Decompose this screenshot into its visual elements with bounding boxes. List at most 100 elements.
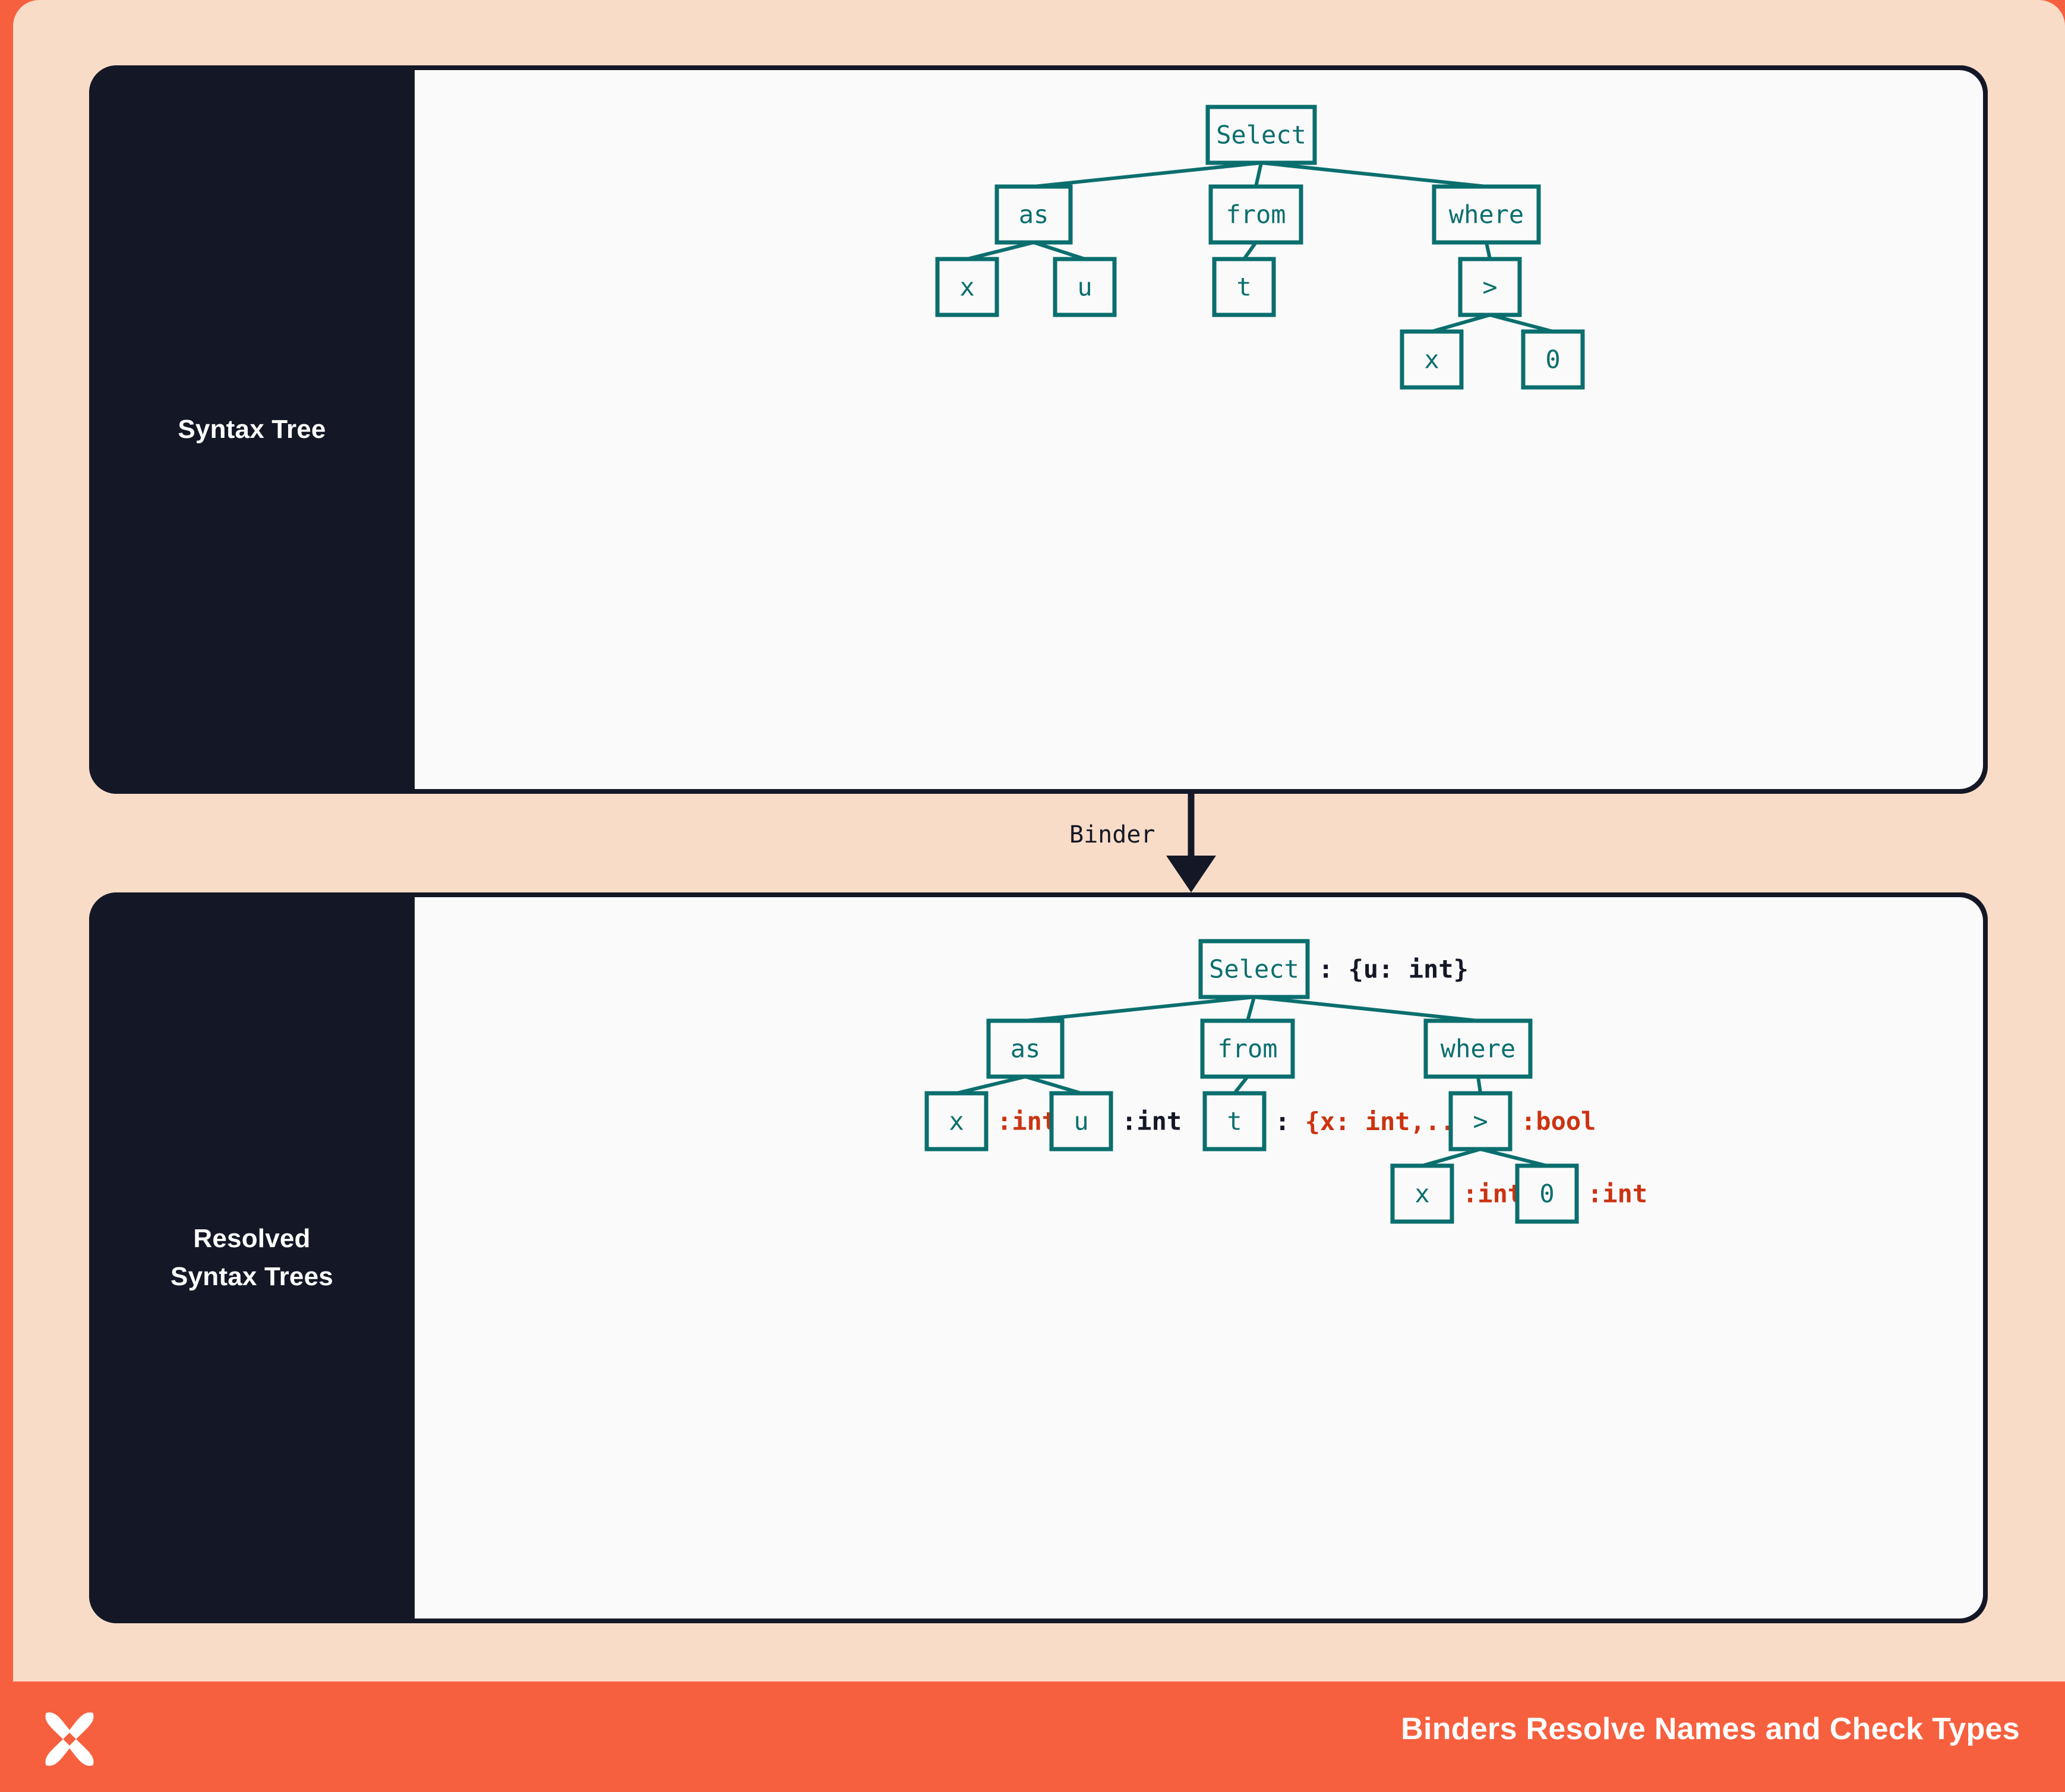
tree-node-box: [1448, 1091, 1513, 1151]
x-logo: [45, 1712, 94, 1766]
tree-node-label: 0: [1545, 345, 1560, 374]
tree-node-type-annotation: :int: [1587, 1179, 1647, 1209]
tree-node[interactable]: t: [1212, 257, 1276, 317]
tree-node-box: [994, 184, 1073, 245]
tree-node[interactable]: x :int: [1390, 1163, 1523, 1224]
tree-node[interactable]: from: [1200, 1018, 1295, 1079]
tree-node-box: [1432, 184, 1541, 245]
tree-node-label: Select: [1209, 955, 1299, 984]
tree-edge: [967, 241, 1034, 261]
footer-bar: Binders Resolve Names and Check Types: [0, 1681, 2065, 1792]
panel-resolved-label-line2: Syntax Trees: [170, 1262, 333, 1291]
tree-node-box: [924, 1091, 989, 1151]
tree-node-label: as: [1011, 1034, 1041, 1064]
tree-node[interactable]: where: [1432, 184, 1541, 245]
tree-node-box: [1053, 257, 1117, 317]
tree-edge: [1489, 313, 1554, 333]
tree-node-box: [1400, 329, 1464, 390]
tree-node-box: [1423, 1018, 1533, 1079]
tree-edge: [1261, 161, 1487, 188]
tree-edge: [1246, 996, 1256, 1021]
tree-node-box: [986, 1018, 1065, 1079]
tree-node-type-annotation: :int: [997, 1107, 1057, 1136]
tree-edge: [1422, 1147, 1481, 1168]
tree-node-label: t: [1227, 1107, 1242, 1136]
tree-node[interactable]: where: [1423, 1018, 1533, 1079]
tree-node-box: [1208, 184, 1303, 245]
tree-edge: [1242, 241, 1258, 260]
tree-node[interactable]: > :bool: [1448, 1091, 1596, 1151]
tree-node[interactable]: x: [935, 257, 999, 317]
panel-resolved-syntax-trees: Resolved Syntax Trees Select : {u: int} as…: [89, 892, 1988, 1623]
tree-edge: [1431, 313, 1491, 333]
tree-edges: [956, 995, 1548, 1168]
tree-edge: [1485, 242, 1492, 260]
tree-node-label: 0: [1539, 1179, 1554, 1209]
tree-edge: [1033, 161, 1262, 188]
tree-edge: [1025, 1075, 1082, 1095]
tree-node-type-annotation: : {u: int}: [1318, 955, 1469, 984]
panel-syntax-tree-label: Syntax Tree: [89, 65, 415, 794]
binder-arrow-icon: [1166, 794, 1216, 892]
footer-title: Binders Resolve Names and Check Types: [1401, 1712, 2020, 1746]
tree-edge: [1233, 1075, 1249, 1094]
tree-node-label: Select: [1216, 121, 1306, 150]
panel-resolved-syntax-trees-canvas: Select : {u: int} as from where x :int u :int t: …: [415, 897, 1983, 1619]
tree-node-label: u: [1077, 273, 1092, 302]
tree-node-type-annotation: :bool: [1521, 1107, 1596, 1136]
tree-edge: [1254, 162, 1263, 187]
tree-edge: [1480, 1147, 1548, 1168]
tree-node[interactable]: x: [1400, 329, 1464, 390]
panel-syntax-tree: Syntax Tree Select as from where x u t > x 0: [89, 65, 1988, 794]
tree-node-label: x: [1424, 345, 1439, 374]
tree-node-type-annotation: :int: [1122, 1107, 1182, 1136]
tree-node[interactable]: as: [986, 1018, 1065, 1079]
tree-node-box: [1202, 1091, 1267, 1151]
syntax-tree-graphic: Select as from where x u t > x 0: [935, 105, 1585, 390]
tree-node-box: [1198, 939, 1310, 999]
panel-syntax-tree-canvas: Select as from where x u t > x 0: [415, 70, 1983, 789]
tree-node[interactable]: as: [994, 184, 1073, 245]
resolved-syntax-tree-graphic: Select : {u: int} as from where x :int u :int t: …: [924, 939, 1647, 1224]
tree-node[interactable]: t: {x: int,...}: [1202, 1091, 1485, 1151]
tree-node-label: t: [1236, 273, 1251, 302]
tree-node[interactable]: 0 :int: [1515, 1163, 1647, 1224]
tree-node[interactable]: 0: [1521, 329, 1585, 390]
tree-node-box: [1390, 1163, 1454, 1224]
binder-connector: Binder: [89, 794, 1988, 892]
tree-node[interactable]: u: [1053, 257, 1117, 317]
tree-node[interactable]: u :int: [1049, 1091, 1182, 1151]
tree-node-box: [1521, 329, 1585, 390]
tree-edge: [1025, 995, 1255, 1023]
tree-node[interactable]: Select : {u: int}: [1198, 939, 1469, 999]
panel-resolved-syntax-trees-label: Resolved Syntax Trees: [89, 892, 415, 1623]
tree-node-label: from: [1217, 1034, 1277, 1064]
tree-node[interactable]: >: [1458, 257, 1522, 317]
tree-node-box: [1205, 105, 1317, 165]
tree-edge: [1253, 995, 1479, 1023]
binder-label: Binder: [1069, 821, 1155, 848]
panel-syntax-tree-label-text: Syntax Tree: [178, 415, 326, 444]
tree-node-box: [1458, 257, 1522, 317]
tree-node-label: where: [1449, 200, 1524, 229]
tree-node-label: x: [959, 273, 974, 302]
tree-node-label: u: [1073, 1107, 1088, 1136]
tree-edge: [1033, 241, 1085, 261]
panel-resolved-label-line1: Resolved: [193, 1224, 311, 1254]
tree-node-label: from: [1226, 200, 1286, 229]
tree-node-label: x: [949, 1107, 964, 1136]
tree-node-box: [1515, 1163, 1579, 1224]
tree-node[interactable]: x :int: [924, 1091, 1057, 1151]
tree-edges: [967, 161, 1554, 333]
tree-node-label: >: [1482, 273, 1497, 302]
tree-node-type-annotation: :int: [1463, 1179, 1523, 1209]
tree-node[interactable]: from: [1208, 184, 1303, 245]
tree-node-label: >: [1473, 1107, 1488, 1136]
tree-node-label: as: [1019, 200, 1049, 229]
tree-node[interactable]: Select: [1205, 105, 1317, 165]
tree-node-box: [1049, 1091, 1113, 1151]
tree-node-label: x: [1414, 1179, 1429, 1209]
tree-node-box: [1212, 257, 1276, 317]
tree-node-label: where: [1441, 1034, 1515, 1064]
tree-node-box: [935, 257, 999, 317]
